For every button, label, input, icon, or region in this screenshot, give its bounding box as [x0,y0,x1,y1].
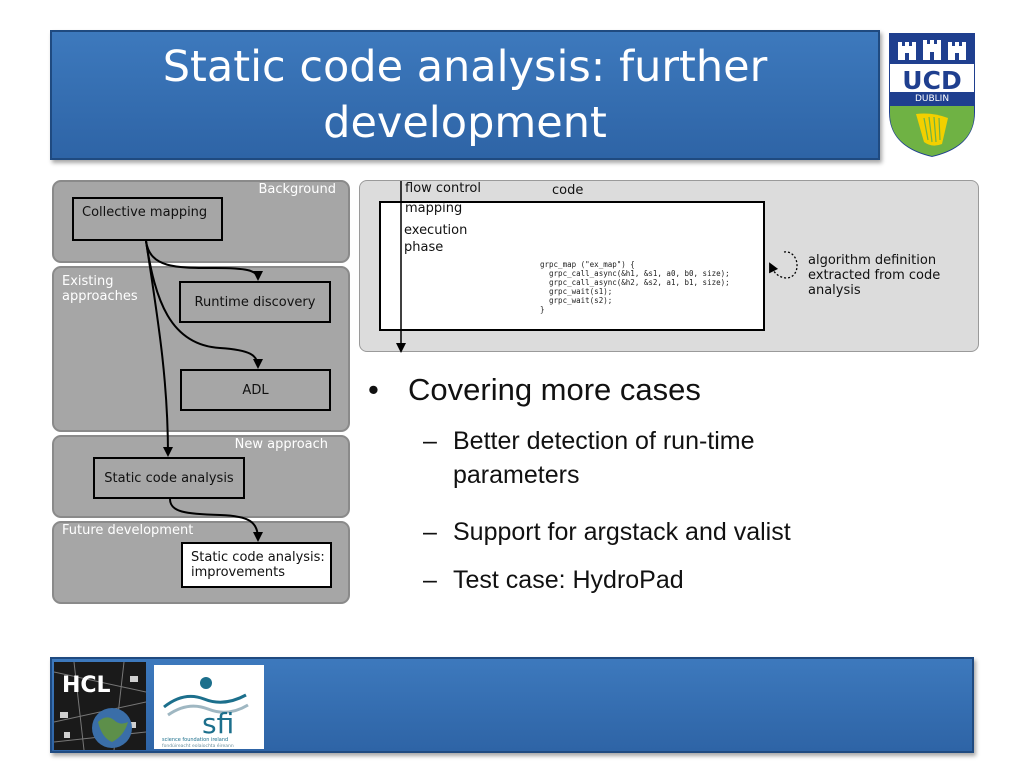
sub-bullet-hydropad-text: Test case: HydroPad [453,563,684,597]
sub-bullet-argstack: – Support for argstack and valist [423,515,791,549]
hcl-logo-text: HCL [62,673,111,698]
sub-bullet-dash: – [423,515,453,549]
sfi-logo-text: sfi [202,707,234,740]
sub-bullet-detection: – Better detection of run-time parameter… [423,424,755,492]
sub-bullet-detection-line2: parameters [453,458,755,492]
sub-bullet-dash: – [423,563,453,597]
sub-bullet-hydropad: – Test case: HydroPad [423,563,684,597]
bullet-dot: • [368,372,408,408]
sfi-logo-line2: fondúireacht eolaíochta éireann [162,742,234,749]
sfi-logo-line1: science foundation ireland [162,737,228,743]
sub-bullet-dash: – [423,424,453,492]
sfi-logo: sfi science foundation ireland fondúirea… [154,665,264,749]
sfi-logo-mark: sfi science foundation ireland fondúirea… [154,665,264,749]
sub-bullet-detection-line1: Better detection of run-time [453,424,755,458]
bullet-covering-more-cases: • Covering more cases [368,372,701,408]
sub-bullet-argstack-text: Support for argstack and valist [453,515,791,549]
bullet-main-text: Covering more cases [408,372,701,408]
hcl-logo: HCL [54,662,146,750]
